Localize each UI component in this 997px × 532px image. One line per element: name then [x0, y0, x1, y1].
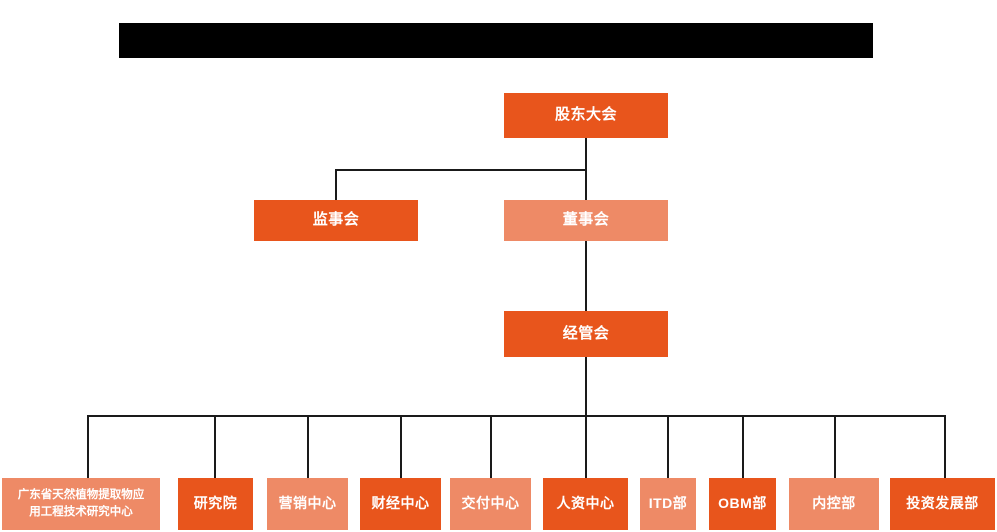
- connector-directors-to-management: [585, 240, 587, 311]
- connector-level2-bus: [335, 169, 587, 171]
- node-label: 财经中心: [371, 495, 430, 512]
- node-label-line-2: 用工程技术研究中心: [29, 506, 133, 518]
- node-dept-investment-development[interactable]: 投资发展部: [890, 478, 995, 530]
- connector-drop-dept-4: [400, 415, 402, 478]
- node-dept-delivery-center[interactable]: 交付中心: [450, 478, 531, 530]
- connector-drop-dept-9: [834, 415, 836, 478]
- node-label: 研究院: [193, 495, 238, 512]
- connector-supervisors-down: [335, 169, 337, 200]
- connector-drop-dept-6: [585, 415, 587, 478]
- node-management-committee[interactable]: 经管会: [504, 311, 668, 357]
- node-board-of-supervisors[interactable]: 监事会: [254, 200, 418, 241]
- connector-drop-dept-8: [742, 415, 744, 478]
- node-label: 广东省天然植物提取物应 用工程技术研究中心: [14, 487, 149, 520]
- node-label: 内控部: [812, 495, 856, 512]
- node-dept-itd[interactable]: ITD部: [640, 478, 696, 530]
- node-dept-obm[interactable]: OBM部: [709, 478, 776, 530]
- node-label: 营销中心: [278, 495, 337, 512]
- connector-drop-dept-7: [667, 415, 669, 478]
- node-label: 经管会: [562, 324, 610, 342]
- connector-drop-dept-2: [214, 415, 216, 478]
- node-dept-internal-control[interactable]: 内控部: [789, 478, 879, 530]
- node-board-of-directors[interactable]: 董事会: [504, 200, 668, 241]
- connector-drop-dept-1: [87, 415, 89, 478]
- node-label: 监事会: [312, 211, 360, 229]
- node-label: ITD部: [648, 495, 688, 512]
- connector-shareholders-down: [585, 138, 587, 171]
- redacted-title-bar: [119, 23, 873, 58]
- connector-drop-dept-5: [490, 415, 492, 478]
- node-dept-marketing-center[interactable]: 营销中心: [267, 478, 348, 530]
- connector-directors-down: [585, 169, 587, 200]
- node-label: 董事会: [562, 211, 610, 229]
- node-label-line-1: 广东省天然植物提取物应: [17, 489, 145, 502]
- node-dept-hr-center[interactable]: 人资中心: [543, 478, 628, 530]
- node-label: 交付中心: [461, 495, 520, 512]
- node-shareholders-meeting[interactable]: 股东大会: [504, 93, 668, 138]
- node-dept-guangdong-research-center[interactable]: 广东省天然植物提取物应 用工程技术研究中心: [2, 478, 160, 530]
- connector-drop-dept-3: [307, 415, 309, 478]
- node-label: OBM部: [718, 495, 767, 512]
- node-dept-finance-center[interactable]: 财经中心: [360, 478, 441, 530]
- node-dept-research-institute[interactable]: 研究院: [178, 478, 253, 530]
- node-label: 投资发展部: [906, 495, 979, 512]
- node-label: 股东大会: [554, 106, 617, 124]
- node-label: 人资中心: [556, 495, 615, 512]
- connector-management-to-departments: [585, 357, 587, 416]
- connector-department-bus: [87, 415, 945, 417]
- connector-drop-dept-10: [944, 415, 946, 478]
